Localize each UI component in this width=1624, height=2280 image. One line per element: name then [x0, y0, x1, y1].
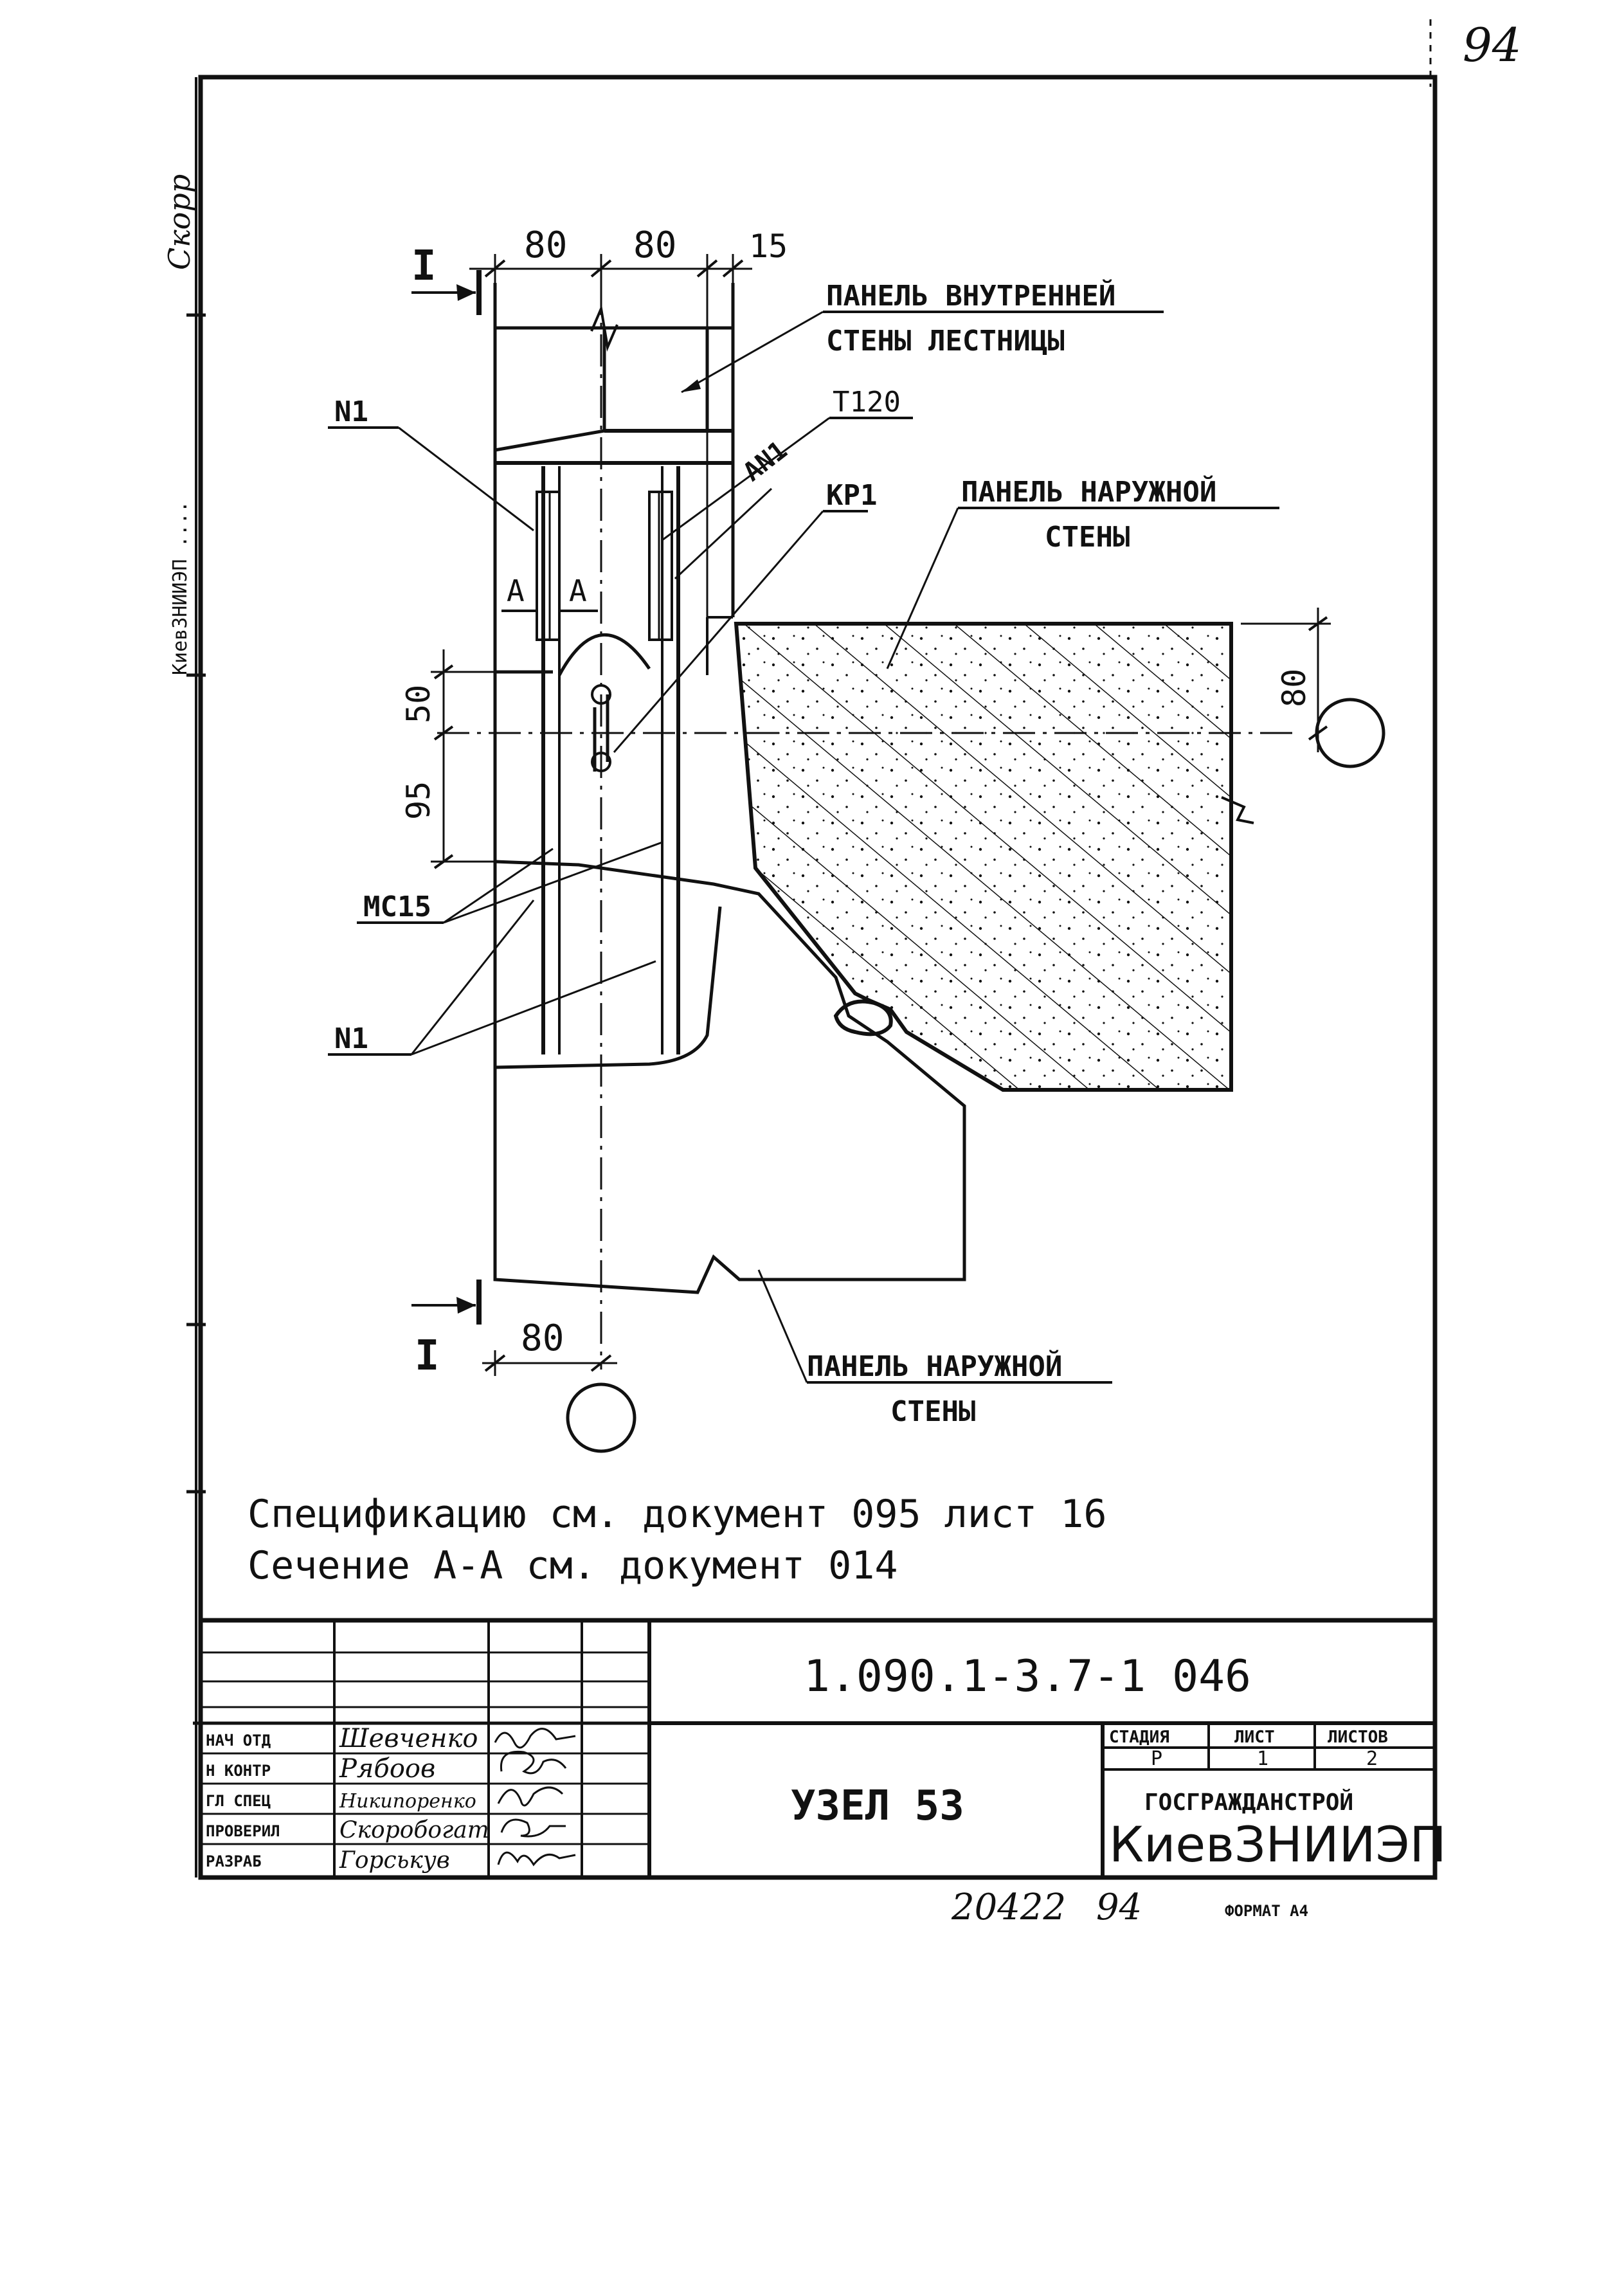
page-number: 94 [1463, 18, 1522, 72]
dim-top-right: 15 [749, 228, 788, 265]
bottom-dimension: 80 [482, 1317, 617, 1376]
top-dimensions: 80 80 15 [469, 224, 788, 286]
lower-web [493, 860, 966, 1294]
doc-code: 1.090.1-3.7-1 046 [804, 1651, 1251, 1702]
footer-page: 94 [1096, 1886, 1142, 1928]
sheet-frame [198, 75, 1438, 1880]
axis-bubble-bottom [566, 1382, 636, 1453]
svg-text:95: 95 [400, 781, 437, 820]
inventory-number: 20422 [951, 1886, 1066, 1928]
sheet-header: ЛИСТ [1234, 1728, 1275, 1747]
label-inner-panel: ПАНЕЛЬ ВНУТРЕННЕЙ [826, 278, 1115, 312]
svg-text:I: I [415, 1332, 440, 1380]
right-dimension: 80 [1241, 608, 1331, 752]
signatures [494, 1728, 576, 1867]
dim-top-left: 80 [524, 224, 567, 266]
label-outer-panel: ПАНЕЛЬ НАРУЖНОЙ [961, 475, 1216, 509]
label-outer-panel-bottom-2: СТЕНЫ [890, 1395, 975, 1428]
name-0: Шевченко [339, 1724, 478, 1753]
label-mc15: МС15 [363, 891, 431, 923]
label-inner-panel-2: СТЕНЫ ЛЕСТНИЦЫ [826, 325, 1065, 357]
label-n1-bottom: N1 [334, 1022, 368, 1055]
label-n1-top: N1 [334, 395, 368, 428]
label-l120: Т120 [833, 386, 901, 419]
sheets-header: ЛИСТОВ [1328, 1728, 1388, 1747]
svg-text:50: 50 [400, 685, 437, 723]
section-mark-bottom: I [411, 1280, 482, 1380]
archive-stamp: КиевЗНИИЭП .... [169, 501, 192, 675]
margin-signature: Скорр [162, 174, 197, 270]
name-2: Никипоренко [339, 1790, 476, 1813]
svg-text:I: I [411, 242, 437, 290]
svg-text:A: A [507, 574, 525, 608]
dim-top-mid: 80 [633, 224, 676, 266]
svg-text:80: 80 [1276, 669, 1313, 707]
org-line2: КиевЗНИИЭП [1109, 1816, 1447, 1873]
sheets-value: 2 [1366, 1748, 1378, 1770]
name-3: Скоробогат [339, 1817, 489, 1843]
label-kp1: КР1 [826, 479, 877, 512]
leaders [328, 311, 1279, 1384]
svg-text:A: A [569, 574, 587, 608]
label-outer-panel-2: СТЕНЫ [1045, 521, 1130, 554]
drawing-title: УЗЕЛ 53 [791, 1782, 964, 1830]
note-spec: Спецификацию см. документ 095 лист 16 [248, 1492, 1107, 1537]
role-1: Н КОНТР [206, 1762, 271, 1780]
role-2: ГЛ СПЕЦ [206, 1792, 271, 1810]
org-line1: ГОСГРАЖДАНСТРОЙ [1144, 1789, 1353, 1816]
left-dimensions: 50 95 [400, 649, 508, 869]
label-outer-panel-bottom: ПАНЕЛЬ НАРУЖНОЙ [807, 1349, 1062, 1383]
joint-seal [833, 999, 893, 1036]
steel-profile [536, 466, 680, 1054]
role-4: РАЗРАБ [206, 1852, 262, 1870]
role-0: НАЧ ОТД [206, 1732, 271, 1750]
notes: Спецификацию см. документ 095 лист 16 Се… [248, 1492, 1107, 1588]
node-drawing: 80 80 15 I I A A [328, 224, 1385, 1453]
title-block: 1.090.1-3.7-1 046 УЗЕЛ 53 СТАДИЯ ЛИСТ ЛИ… [193, 1618, 1447, 1877]
svg-text:80: 80 [521, 1317, 564, 1359]
format-label: ФОРМАТ А4 [1225, 1902, 1308, 1920]
sheet-value: 1 [1257, 1748, 1268, 1770]
inner-panel [493, 283, 735, 675]
note-section: Сечение А-А см. документ 014 [248, 1543, 898, 1588]
section-mark-top: I [411, 242, 482, 315]
section-a-marks: A A [501, 574, 598, 612]
stage-value: Р [1151, 1748, 1162, 1770]
name-1: Рябоов [339, 1754, 435, 1784]
name-4: Горськув [339, 1847, 450, 1874]
stage-header: СТАДИЯ [1109, 1728, 1169, 1747]
axis-bubble-right [1315, 698, 1385, 768]
role-3: ПРОВЕРИЛ [206, 1822, 280, 1840]
